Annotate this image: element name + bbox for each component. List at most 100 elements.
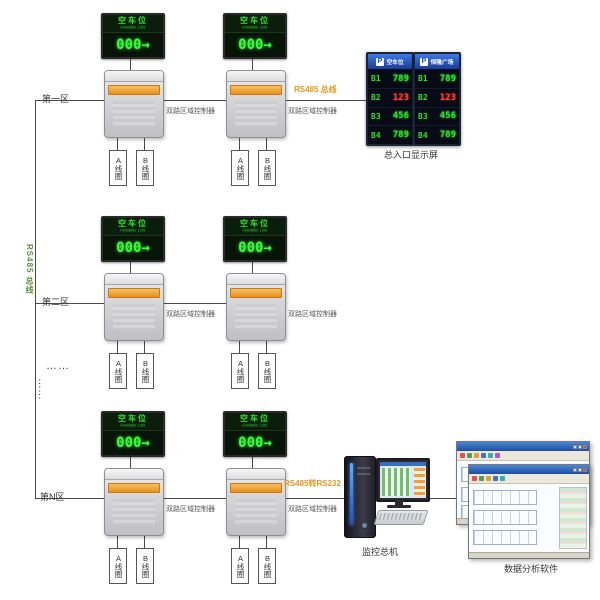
controller-label: 双路区域控制器	[166, 506, 215, 513]
maximize-icon	[578, 444, 582, 449]
led-sign: 空车位 Available Lots 000→	[101, 13, 165, 59]
toolbar-icon	[479, 476, 484, 481]
entrance-display-1: P 空车位 B1 789 B2 123 B3 456 B4 789	[366, 52, 414, 146]
connection-line	[130, 258, 131, 273]
entrance-display-2-rows: B1 789 B2 123 B3 456 B4 789	[415, 70, 459, 144]
connection-line	[284, 100, 366, 101]
controller-cap	[227, 71, 285, 82]
minimize-icon	[573, 467, 577, 472]
connection-line	[35, 303, 104, 304]
connection-line	[266, 534, 267, 548]
sign-subtitle: Available Lots	[120, 228, 146, 234]
controller-label: 双路区域控制器	[288, 506, 337, 513]
controller-cap	[227, 469, 285, 480]
coil-a-label: A线圈	[114, 359, 123, 383]
sign-subtitle: Available Lots	[242, 228, 268, 234]
zone-controller	[226, 468, 286, 536]
connection-line	[35, 498, 104, 499]
tower-drive-slot	[357, 473, 370, 475]
rs485-bus-line	[35, 100, 36, 498]
connection-line	[239, 339, 240, 353]
row-value: 789	[439, 130, 456, 141]
connection-line	[162, 303, 226, 304]
led-sign: 空车位 Available Lots 000→	[223, 216, 287, 262]
entrance-display-1-title: 空车位	[386, 60, 404, 66]
toolbar-icon	[495, 453, 500, 458]
window-titlebar	[457, 442, 589, 451]
sign-header: 空车位 Available Lots	[103, 15, 163, 33]
sign-digits: 000→	[238, 240, 272, 256]
parking-logo-icon: P	[375, 57, 384, 66]
controller-cap	[105, 469, 163, 480]
maximize-icon	[578, 467, 582, 472]
sign-title: 空车位	[240, 414, 270, 423]
controller-band	[108, 483, 160, 493]
connection-line	[252, 258, 253, 273]
rs485-bus-label: RS485 总线	[25, 244, 34, 295]
controller-band	[230, 288, 282, 298]
monitor-station-caption: 监控总机	[361, 547, 398, 557]
screen-parking-grid	[382, 468, 410, 496]
row-label: B1	[418, 74, 428, 84]
connection-line	[144, 534, 145, 548]
sign-title: 空车位	[118, 414, 148, 423]
connection-line	[117, 136, 118, 150]
controller-grill	[235, 499, 277, 525]
screen-titlebar	[380, 462, 426, 466]
coil-b-label: B线圈	[263, 156, 272, 180]
zone-controller	[226, 273, 286, 341]
sign-digits: 000→	[116, 435, 150, 451]
zone-controller	[104, 273, 164, 341]
sign-header: 空车位 Available Lots	[225, 413, 285, 431]
controller-band	[230, 483, 282, 493]
row-value: 123	[392, 92, 409, 103]
software-window-front	[468, 464, 590, 559]
entrance-display-2: P 恒隆广场 B1 789 B2 123 B3 456 B4 789	[413, 52, 461, 146]
row-value: 456	[392, 111, 409, 122]
sign-title: 空车位	[118, 219, 148, 228]
row-label: B2	[418, 93, 428, 103]
coil-a-label: A线圈	[236, 156, 245, 180]
controller-label: 双路区域控制器	[288, 108, 337, 115]
connection-line	[252, 55, 253, 70]
led-sign: 空车位 Available Lots 000→	[223, 13, 287, 59]
row-label: B4	[418, 130, 428, 140]
controller-grill	[113, 304, 155, 330]
sign-digits: 000→	[238, 37, 272, 53]
entrance-display-1-header: P 空车位	[368, 54, 412, 70]
connection-line	[162, 498, 226, 499]
keyboard	[373, 510, 429, 525]
coil-a: A线圈	[109, 353, 127, 389]
coil-a: A线圈	[109, 150, 127, 186]
connection-line	[266, 339, 267, 353]
coil-a: A线圈	[231, 548, 249, 584]
row-label: B2	[371, 93, 381, 103]
connection-line	[239, 136, 240, 150]
sign-header: 空车位 Available Lots	[103, 218, 163, 236]
coil-b-label: B线圈	[141, 156, 150, 180]
monitor-base	[387, 505, 411, 508]
display-row: B2 123	[415, 87, 459, 107]
zone-controller	[226, 70, 286, 138]
parking-logo-icon: P	[419, 57, 428, 66]
led-sign: 空车位 Available Lots 000→	[223, 411, 287, 457]
continuation-dots-vertical: ……	[36, 378, 48, 400]
sign-header: 空车位 Available Lots	[103, 413, 163, 431]
tower-drive-slot	[357, 467, 370, 469]
zone-2-label: 第二区	[42, 297, 70, 307]
display-row: B1 789	[368, 70, 412, 88]
display-row: B1 789	[415, 70, 459, 88]
close-icon	[583, 467, 587, 472]
display-row: B4 789	[368, 125, 412, 144]
display-row: B2 123	[368, 87, 412, 107]
coil-b-label: B线圈	[141, 359, 150, 383]
row-label: B3	[371, 111, 381, 121]
coil-b-label: B线圈	[141, 554, 150, 578]
sign-subtitle: Available Lots	[120, 25, 146, 31]
minimize-icon	[573, 444, 577, 449]
row-value: 789	[392, 130, 409, 141]
sign-title: 空车位	[118, 16, 148, 25]
sign-digits: 000→	[116, 240, 150, 256]
zone-controller	[104, 70, 164, 138]
